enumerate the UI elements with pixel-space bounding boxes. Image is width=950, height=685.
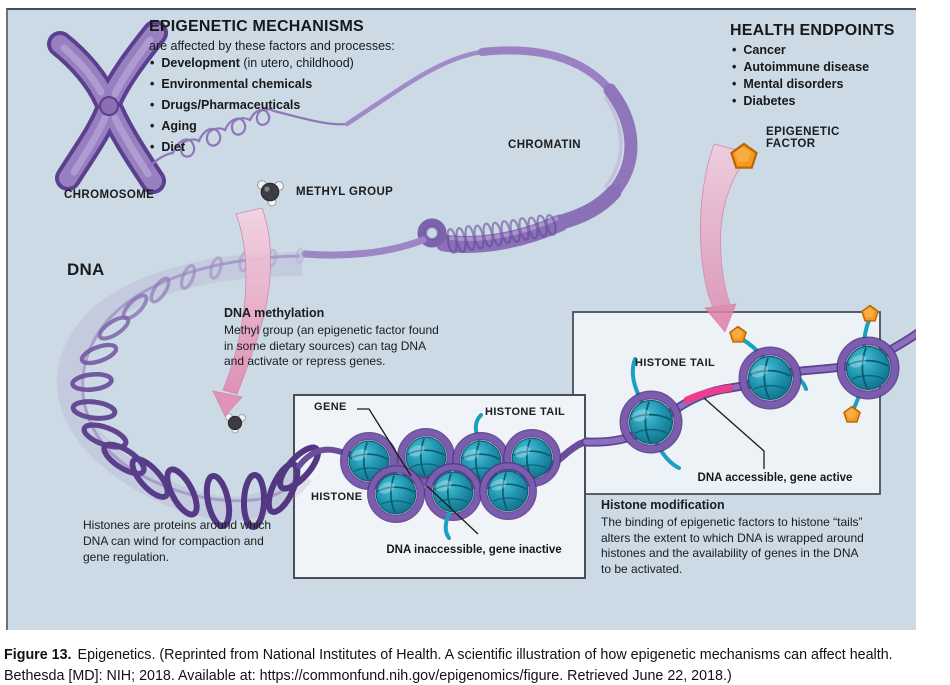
list-item: •Drugs/Pharmaceuticals — [150, 98, 301, 112]
figure-caption-label: Figure 13. — [4, 647, 72, 663]
epigenetic-factor-arrow — [700, 143, 752, 333]
chromosome-label: CHROMOSOME — [64, 189, 155, 201]
bullet-icon: • — [732, 94, 737, 108]
histone-modification-block: Histone modification The binding of epig… — [601, 498, 864, 576]
chromatin-label: CHROMATIN — [508, 139, 582, 151]
methyl-group-icon — [257, 180, 284, 207]
chromatin-squiggle — [147, 108, 348, 169]
gene-label: GENE — [314, 401, 347, 413]
bullet-icon: • — [150, 140, 155, 154]
chromosome-graphic — [47, 20, 168, 194]
chromatin-coil — [301, 214, 569, 259]
epigenetic-factor-label: EPIGENETIC FACTOR — [766, 126, 840, 150]
list-item: •Cancer — [732, 43, 786, 57]
bullet-icon: • — [732, 77, 737, 91]
dna-helix — [56, 247, 321, 530]
histone-label: HISTONE — [311, 491, 363, 503]
histones-note: Histones are proteins around which DNA c… — [83, 518, 272, 564]
epigenetics-illustration — [47, 20, 916, 579]
list-item: •Aging — [150, 119, 197, 133]
epigenetic-mechanisms-title: EPIGENETIC MECHANISMS — [149, 18, 364, 35]
illustration-panel: EPIGENETIC MECHANISMS are affected by th… — [6, 8, 916, 630]
histone-tail-label-active: HISTONE TAIL — [635, 357, 716, 369]
list-item: •Development (in utero, childhood) — [150, 56, 354, 70]
bullet-icon: • — [150, 119, 155, 133]
methylation-arrow — [212, 207, 271, 417]
health-endpoints-title: HEALTH ENDPOINTS — [730, 22, 895, 39]
list-item: •Diet — [150, 140, 186, 154]
epigenetic-mechanisms-list: •Development (in utero, childhood) •Envi… — [150, 56, 354, 161]
list-item: •Mental disorders — [732, 77, 844, 91]
nucleosome-cluster-inactive — [344, 408, 557, 540]
chromatin-fiber — [344, 46, 638, 231]
epigenetic-mechanisms-subtitle: are affected by these factors and proces… — [149, 39, 395, 53]
bullet-icon: • — [732, 43, 737, 57]
methyl-tag-icon — [225, 413, 246, 434]
nucleosome-cluster-active — [624, 318, 895, 470]
health-endpoints-list: •Cancer •Autoimmune disease •Mental diso… — [732, 43, 869, 111]
bullet-icon: • — [150, 98, 155, 112]
dna-label: DNA — [67, 260, 105, 279]
dna-active-caption: DNA accessible, gene active — [697, 472, 853, 484]
dna-methylation-block: DNA methylation Methyl group (an epigene… — [224, 306, 439, 368]
histone-tail-label-inactive: HISTONE TAIL — [485, 406, 566, 418]
bullet-icon: • — [150, 56, 155, 70]
list-item: •Environmental chemicals — [150, 77, 313, 91]
bullet-icon: • — [150, 77, 155, 91]
list-item: •Diabetes — [732, 94, 796, 108]
list-item: •Autoimmune disease — [732, 60, 870, 74]
figure-caption: Figure 13.Epigenetics. (Reprinted from N… — [4, 645, 948, 685]
figure-caption-text: Epigenetics. (Reprinted from National In… — [4, 647, 893, 684]
dna-inactive-caption: DNA inaccessible, gene inactive — [386, 544, 562, 556]
methyl-group-label: METHYL GROUP — [296, 186, 394, 198]
active-gene-box — [572, 311, 881, 495]
bullet-icon: • — [732, 60, 737, 74]
